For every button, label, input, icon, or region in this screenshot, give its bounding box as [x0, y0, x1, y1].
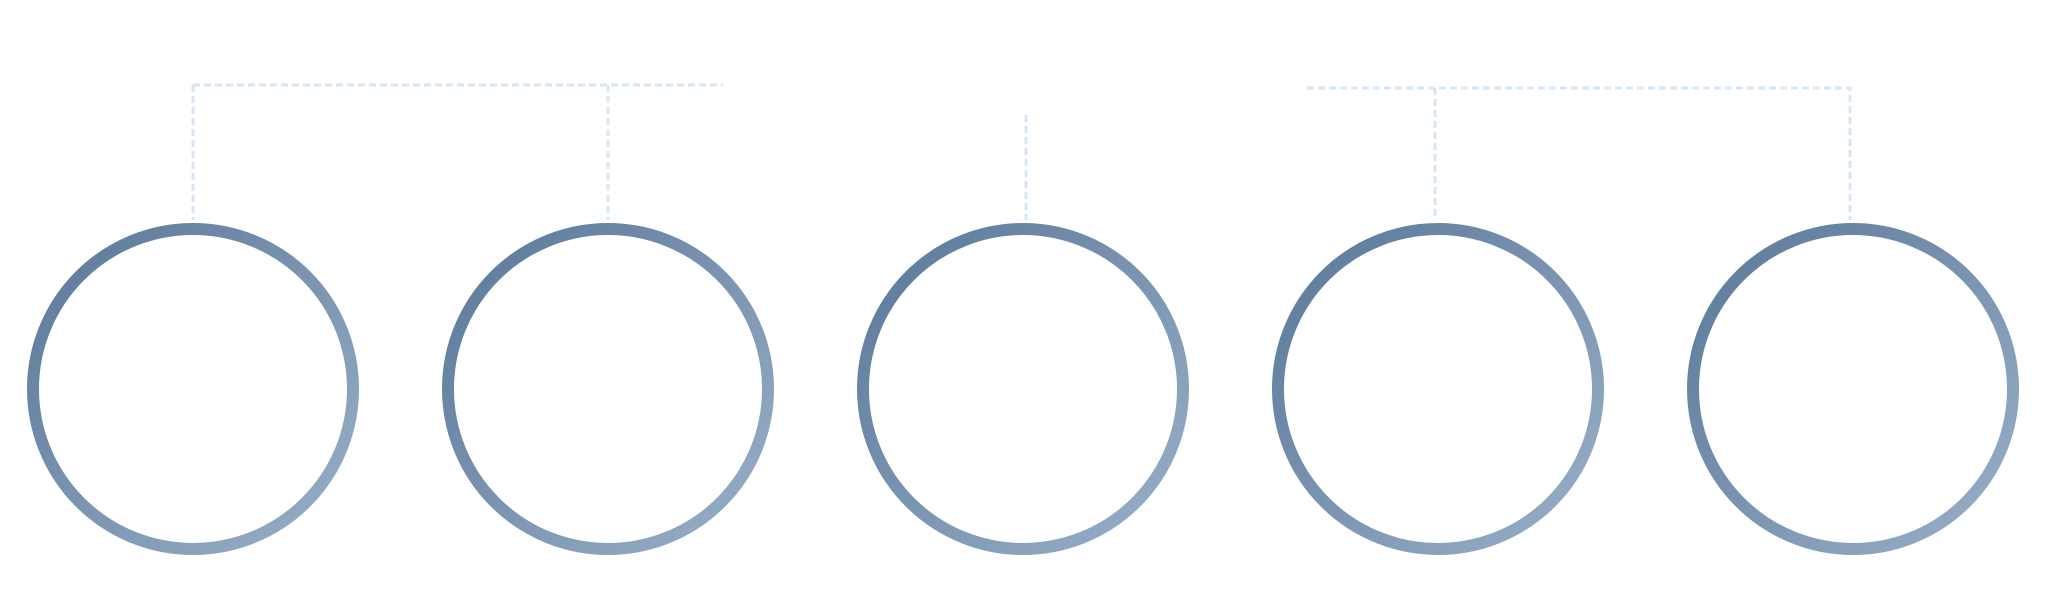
node-4 — [1272, 223, 1604, 555]
connector-right-bar — [1307, 86, 1852, 220]
connector-left-group — [191, 83, 723, 220]
node-1 — [27, 223, 359, 555]
connector-right-group — [1307, 86, 1852, 220]
node-3 — [857, 223, 1189, 555]
node-1-ring — [27, 223, 359, 555]
node-5 — [1687, 223, 2019, 555]
node-4-ring — [1272, 223, 1604, 555]
node-2 — [442, 223, 774, 555]
nodes — [27, 223, 2019, 555]
node-2-ring — [442, 223, 774, 555]
node-3-ring — [857, 223, 1189, 555]
node-5-ring — [1687, 223, 2019, 555]
